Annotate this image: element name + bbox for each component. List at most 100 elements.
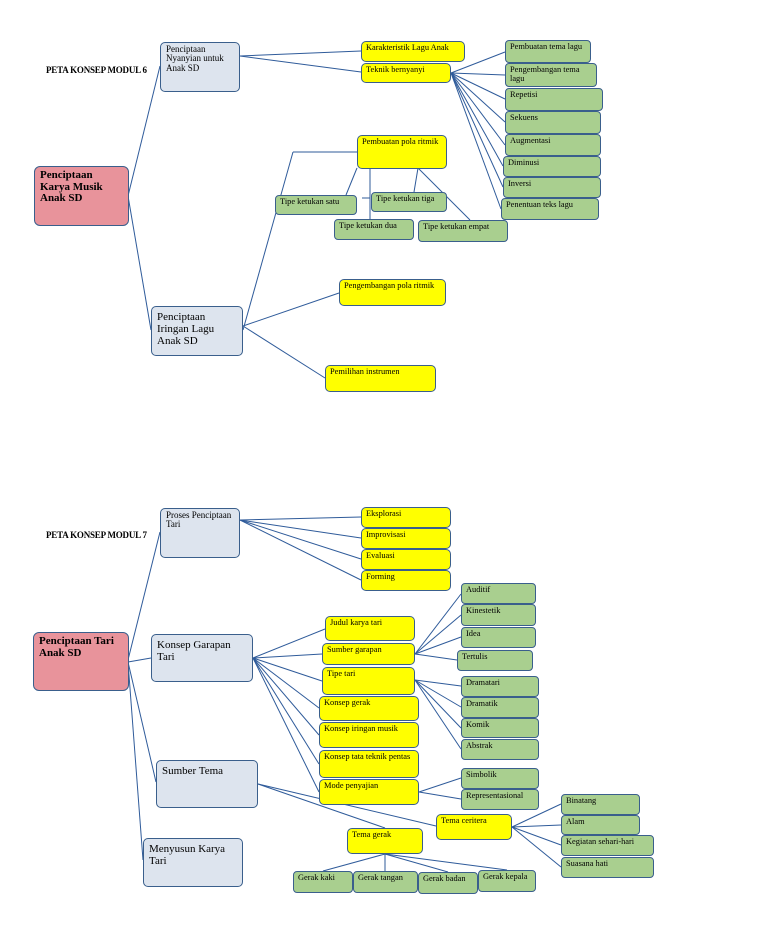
connector-line [242, 292, 340, 327]
node-alam: Alam [561, 815, 640, 835]
node-abstrak: Abstrak [461, 739, 539, 760]
node-suasana-hati: Suasana hati [561, 857, 654, 878]
node-penentuan-teks: Penentuan teks lagu [501, 198, 599, 220]
connector-line [414, 614, 462, 655]
connector-line [414, 679, 462, 687]
connector-line [127, 65, 161, 197]
node-tipe-tari: Tipe tari [322, 667, 415, 695]
connector-line [127, 661, 157, 783]
connector-line [511, 803, 562, 828]
node-teknik-bernyanyi: Teknik bernyanyi [361, 63, 451, 83]
connector-line [257, 783, 386, 829]
connector-line [450, 72, 504, 167]
node-kinestetik: Kinestetik [461, 604, 536, 626]
connector-line [127, 531, 161, 661]
node-konsep-tata: Konsep tata teknik pentas [319, 750, 419, 778]
connector-line [511, 824, 562, 828]
connector-line [127, 661, 144, 861]
connector-line [450, 72, 506, 123]
connector-line [257, 783, 437, 827]
connector-line [414, 653, 458, 661]
connector-line [450, 72, 506, 76]
connector-line [127, 657, 152, 663]
connector-line [252, 653, 323, 659]
connector-line [252, 657, 323, 682]
node-sumber-tema: Sumber Tema [156, 760, 258, 808]
node-judul-karya: Judul karya tari [325, 616, 415, 641]
connector-line [414, 679, 462, 729]
connector-line [252, 657, 320, 736]
connector-line [418, 791, 462, 800]
node-dramatari: Dramatari [461, 676, 539, 697]
node-karakteristik: Karakteristik Lagu Anak [361, 41, 465, 62]
connector-line [511, 826, 562, 846]
node-pembuatan-tema: Pembuatan tema lagu [505, 40, 591, 63]
node-eksplorasi: Eksplorasi [361, 507, 451, 528]
modul6-title: PETA KONSEP MODUL 6 [46, 65, 147, 75]
node-gerak-tangan: Gerak tangan [353, 871, 418, 893]
node-proses-penciptaan: Proses Penciptaan Tari [160, 508, 240, 558]
connector-line [252, 657, 320, 793]
node-tipe-satu: Tipe ketukan satu [275, 195, 357, 215]
connector-line [384, 853, 508, 871]
node-penciptaan-nyanyian: Penciptaan Nyanyian untuk Anak SD [160, 42, 240, 92]
node-menyusun-karya: Menyusun Karya Tari [143, 838, 243, 887]
node-tipe-dua: Tipe ketukan dua [334, 219, 414, 240]
node-tema-ceritera: Tema ceritera [436, 814, 512, 840]
node-repetisi: Repetisi [505, 88, 603, 111]
node-gerak-badan: Gerak badan [418, 872, 478, 894]
connector-line [252, 628, 326, 659]
node-simbolik: Simbolik [461, 768, 539, 789]
connector-line [127, 195, 152, 331]
node-konsep-gerak: Konsep gerak [319, 696, 419, 721]
node-improvisasi: Improvisasi [361, 528, 451, 549]
node-pemilihan-instrumen: Pemilihan instrumen [325, 365, 436, 392]
node-gerak-kepala: Gerak kepala [478, 870, 536, 892]
node-forming: Forming [361, 570, 451, 591]
modul6-root-node: Penciptaan Karya Musik Anak SD [34, 166, 129, 226]
connector-line [239, 55, 362, 73]
connector-line [450, 72, 506, 100]
node-inversi: Inversi [503, 177, 601, 198]
node-penciptaan-iringan: Penciptaan Iringan Lagu Anak SD [151, 306, 243, 356]
node-augmentasi: Augmentasi [505, 134, 601, 156]
node-auditif: Auditif [461, 583, 536, 604]
node-representasional: Representasional [461, 789, 539, 810]
connector-line [414, 679, 462, 750]
node-sekuens: Sekuens [505, 111, 601, 134]
node-sumber-garapan: Sumber garapan [322, 643, 415, 665]
connector-line [239, 519, 362, 581]
connector-line [322, 853, 386, 872]
node-konsep-garapan: Konsep Garapan Tari [151, 634, 253, 682]
node-dramatik: Dramatik [461, 697, 539, 718]
modul7-title: PETA KONSEP MODUL 7 [46, 530, 147, 540]
connector-line [252, 657, 320, 765]
connector-line [450, 72, 506, 146]
connector-line [345, 167, 358, 196]
connector-line [414, 593, 462, 655]
node-konsep-iringan: Konsep iringan musik [319, 722, 419, 748]
connector-line [384, 853, 449, 873]
connector-line [450, 72, 504, 188]
connector-line [239, 519, 362, 560]
connector-line [414, 636, 462, 655]
connector-line [414, 679, 462, 708]
connector-line [450, 72, 502, 210]
node-idea: Idea [461, 627, 536, 648]
node-tema-gerak: Tema gerak [347, 828, 423, 854]
node-evaluasi: Evaluasi [361, 549, 451, 570]
connector-line [239, 519, 362, 539]
node-tertulis: Tertulis [457, 650, 533, 671]
node-tipe-tiga: Tipe ketukan tiga [371, 192, 447, 212]
connector-line [252, 657, 320, 709]
connector-line [450, 51, 506, 74]
connector-line [242, 325, 326, 379]
node-gerak-kaki: Gerak kaki [293, 871, 353, 893]
connector-line [239, 50, 362, 57]
node-diminusi: Diminusi [503, 156, 601, 177]
connector-line [413, 167, 419, 193]
connector-line [511, 826, 562, 868]
modul7-root-node: Penciptaan Tari Anak SD [33, 632, 129, 691]
